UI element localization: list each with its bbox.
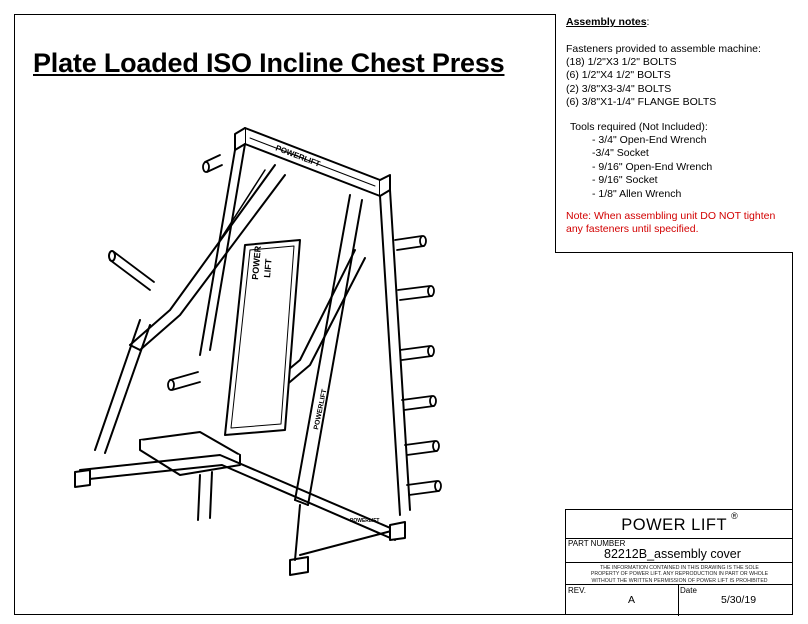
base-frame: POWERLIFT (74, 319, 406, 576)
tool-item: -3/4" Socket (592, 147, 649, 160)
part-number: 82212B_assembly cover (604, 547, 741, 561)
title-block-divider (678, 585, 679, 616)
tool-item: - 9/16" Socket (592, 174, 658, 187)
fastener-item: (6) 1/2"X4 1/2" BOLTS (566, 69, 671, 82)
tool-item: - 1/8" Allen Wrench (592, 187, 682, 200)
legal-line: THE INFORMATION CONTAINED IN THIS DRAWIN… (600, 565, 759, 571)
date-label: Date (680, 586, 697, 595)
pad-label-1: POWER (250, 245, 263, 280)
fasteners-title: Fasteners provided to assemble machine: (566, 43, 761, 55)
right-weight-horns (394, 235, 442, 496)
left-press-arm (108, 164, 286, 351)
fastener-item: (6) 3/8"X1-1/4" FLANGE BOLTS (566, 96, 717, 109)
tool-item: - 9/16" Open-End Wrench (592, 160, 713, 173)
machine-illustration: POWERLIFT POWERLIFT (74, 127, 442, 576)
left-weight-horns (167, 154, 223, 391)
tools-list: - 3/4" Open-End Wrench -3/4" Socket - 9/… (592, 134, 712, 201)
assembly-notes-header: Assembly notes: (566, 16, 650, 28)
part-number-label: PART NUMBER (568, 539, 626, 548)
frame-label: POWERLIFT (313, 388, 329, 430)
brand-logo: POWER LIFT® (566, 510, 793, 539)
legal-line: WITHOUT THE WRITTEN PERMISSION OF POWER … (591, 577, 768, 584)
brand-name: POWER LIFT (621, 516, 728, 534)
legal-notice: THE INFORMATION CONTAINED IN THIS DRAWIN… (566, 562, 793, 585)
assembly-warning-note: Note: When assembling unit DO NOT tighte… (566, 210, 776, 236)
page-title: Plate Loaded ISO Incline Chest Press (33, 48, 505, 78)
registered-mark: ® (731, 511, 738, 522)
rev-label: REV. (568, 586, 586, 595)
badge-label: POWERLIFT (350, 518, 379, 524)
date-value: 5/30/19 (721, 594, 757, 606)
tools-title: Tools required (Not Included): (570, 121, 708, 133)
pad-label-2: LIFT (262, 258, 274, 278)
fastener-item: (18) 1/2"X3 1/2" BOLTS (566, 56, 677, 68)
drawing-sheet (14, 14, 793, 615)
title-block: POWER LIFT® PART NUMBER 82212B_assembly … (565, 509, 793, 616)
legal-line: PROPERTY OF POWER LIFT. ANY REPRODUCTION… (590, 571, 769, 578)
fasteners-list: (18) 1/2"X3 1/2" BOLTS (6) 1/2"X4 1/2" B… (566, 56, 716, 110)
backrest: POWER LIFT (224, 239, 301, 436)
seat (139, 431, 241, 521)
fastener-item: (2) 3/8"X3-3/4" BOLTS (566, 82, 672, 95)
assembly-notes-panel: Assembly notes: Fasteners provided to as… (555, 14, 793, 253)
rev-value: A (628, 594, 636, 606)
top-frame: POWERLIFT (234, 127, 391, 197)
tool-item: - 3/4" Open-End Wrench (592, 134, 707, 146)
